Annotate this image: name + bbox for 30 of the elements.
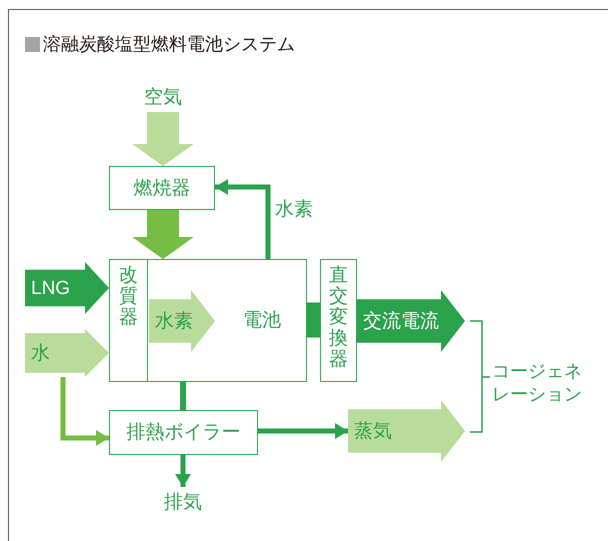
arrow-label: 交流電流	[363, 312, 439, 330]
process-box	[109, 166, 215, 210]
arrow-shaped-box	[357, 290, 465, 352]
box-label: 排熱ボイラー	[126, 423, 240, 442]
flow-text: 排気	[164, 492, 202, 512]
box-label: 直交変換器	[329, 266, 348, 370]
title: 溶融炭酸塩型燃料電池システム	[43, 35, 295, 53]
flow-text: 空気	[144, 88, 182, 106]
arrow-label: 水	[31, 344, 50, 362]
cell-box	[109, 259, 307, 382]
edge-label: 水素	[275, 200, 313, 219]
box-label: 電池	[243, 311, 281, 330]
process-box	[320, 259, 357, 382]
block-arrow	[132, 112, 194, 166]
arrow-shaped-box	[25, 262, 109, 314]
arrow-shaped-box	[149, 290, 215, 352]
arrow-label: 水素	[155, 312, 193, 330]
box-label: 燃焼器	[134, 178, 190, 198]
arrow-label: 蒸気	[354, 422, 392, 440]
flow-arrow	[60, 377, 109, 446]
flow-arrow	[215, 179, 270, 259]
box-label: 改質器	[119, 266, 138, 329]
arrow-shaped-box	[348, 400, 465, 462]
arrow-label: LNG	[31, 278, 70, 298]
process-box	[109, 410, 258, 455]
block-arrow	[132, 210, 194, 259]
flow-arrow	[175, 455, 191, 487]
group-label: コージェネレーション	[492, 360, 583, 406]
arrow-shaped-box	[25, 329, 109, 377]
flow-arrow	[258, 423, 348, 439]
